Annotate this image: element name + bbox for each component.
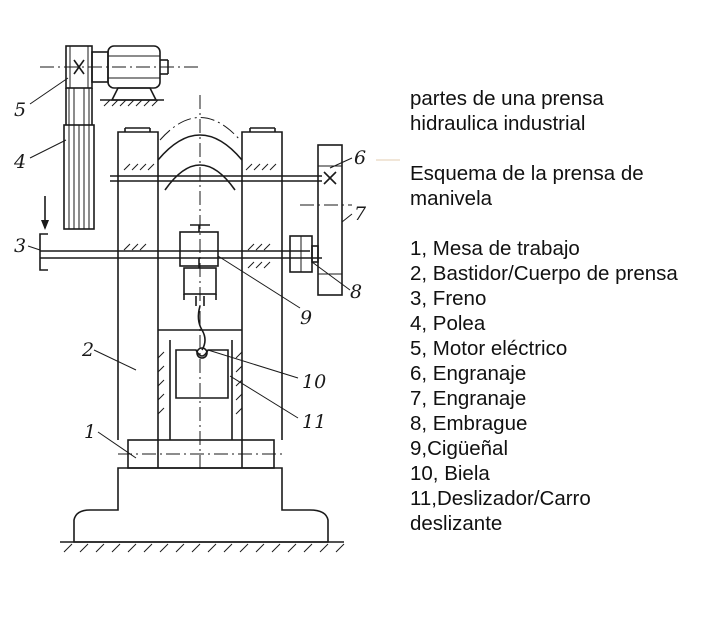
press-frame	[60, 95, 345, 553]
part-number-8: 8	[350, 281, 362, 303]
legend-item: 10, Biela	[410, 462, 490, 485]
legend-item: 3, Freno	[410, 287, 487, 310]
legend-item: 4, Polea	[410, 312, 486, 335]
motor-pulley	[65, 45, 109, 89]
part-number-1: 1	[84, 421, 96, 443]
legend-subtitle-line-2: manivela	[410, 187, 493, 210]
part-number-11: 11	[302, 411, 326, 433]
part-number-2: 2	[81, 339, 94, 361]
gear-and-clutch	[289, 144, 352, 296]
legend-title-line-1: partes de una prensa	[410, 87, 604, 110]
part-number-5: 5	[14, 99, 26, 121]
legend-item: 2, Bastidor/Cuerpo de prensa	[410, 262, 678, 285]
legend-item: 9,Cigüeñal	[410, 437, 509, 460]
work-table	[118, 439, 282, 469]
legend-item: 7, Engranaje	[410, 387, 527, 410]
legend-item: 8, Embrague	[410, 412, 528, 435]
legend-item: deslizante	[410, 512, 503, 535]
legend: partes de una prensa hidraulica industri…	[410, 86, 705, 536]
legend-item: 5, Motor eléctrico	[410, 337, 568, 360]
legend-item: 6, Engranaje	[410, 362, 527, 385]
part-number-4: 4	[13, 151, 26, 173]
legend-title-line-2: hidraulica industrial	[410, 112, 586, 135]
part-number-9: 9	[300, 307, 312, 329]
legend-subtitle-line-1: Esquema de la prensa de	[410, 162, 644, 185]
crankshaft	[179, 224, 219, 268]
legend-item: 1, Mesa de trabajo	[410, 237, 580, 260]
leader-lines	[27, 77, 400, 459]
part-number-6: 6	[354, 147, 366, 169]
part-number-10: 10	[302, 371, 326, 393]
brake	[39, 196, 49, 271]
part-number-7: 7	[354, 203, 367, 225]
electric-motor	[40, 45, 198, 107]
part-numbers: 5 4 3 2 1 6 7 8 9 10 11	[13, 99, 367, 443]
main-shaft	[40, 175, 322, 259]
flywheel-pulley	[63, 88, 95, 230]
part-number-3: 3	[14, 235, 26, 257]
slide-ram	[175, 349, 229, 399]
legend-item: 11,Deslizador/Carro	[410, 487, 591, 510]
